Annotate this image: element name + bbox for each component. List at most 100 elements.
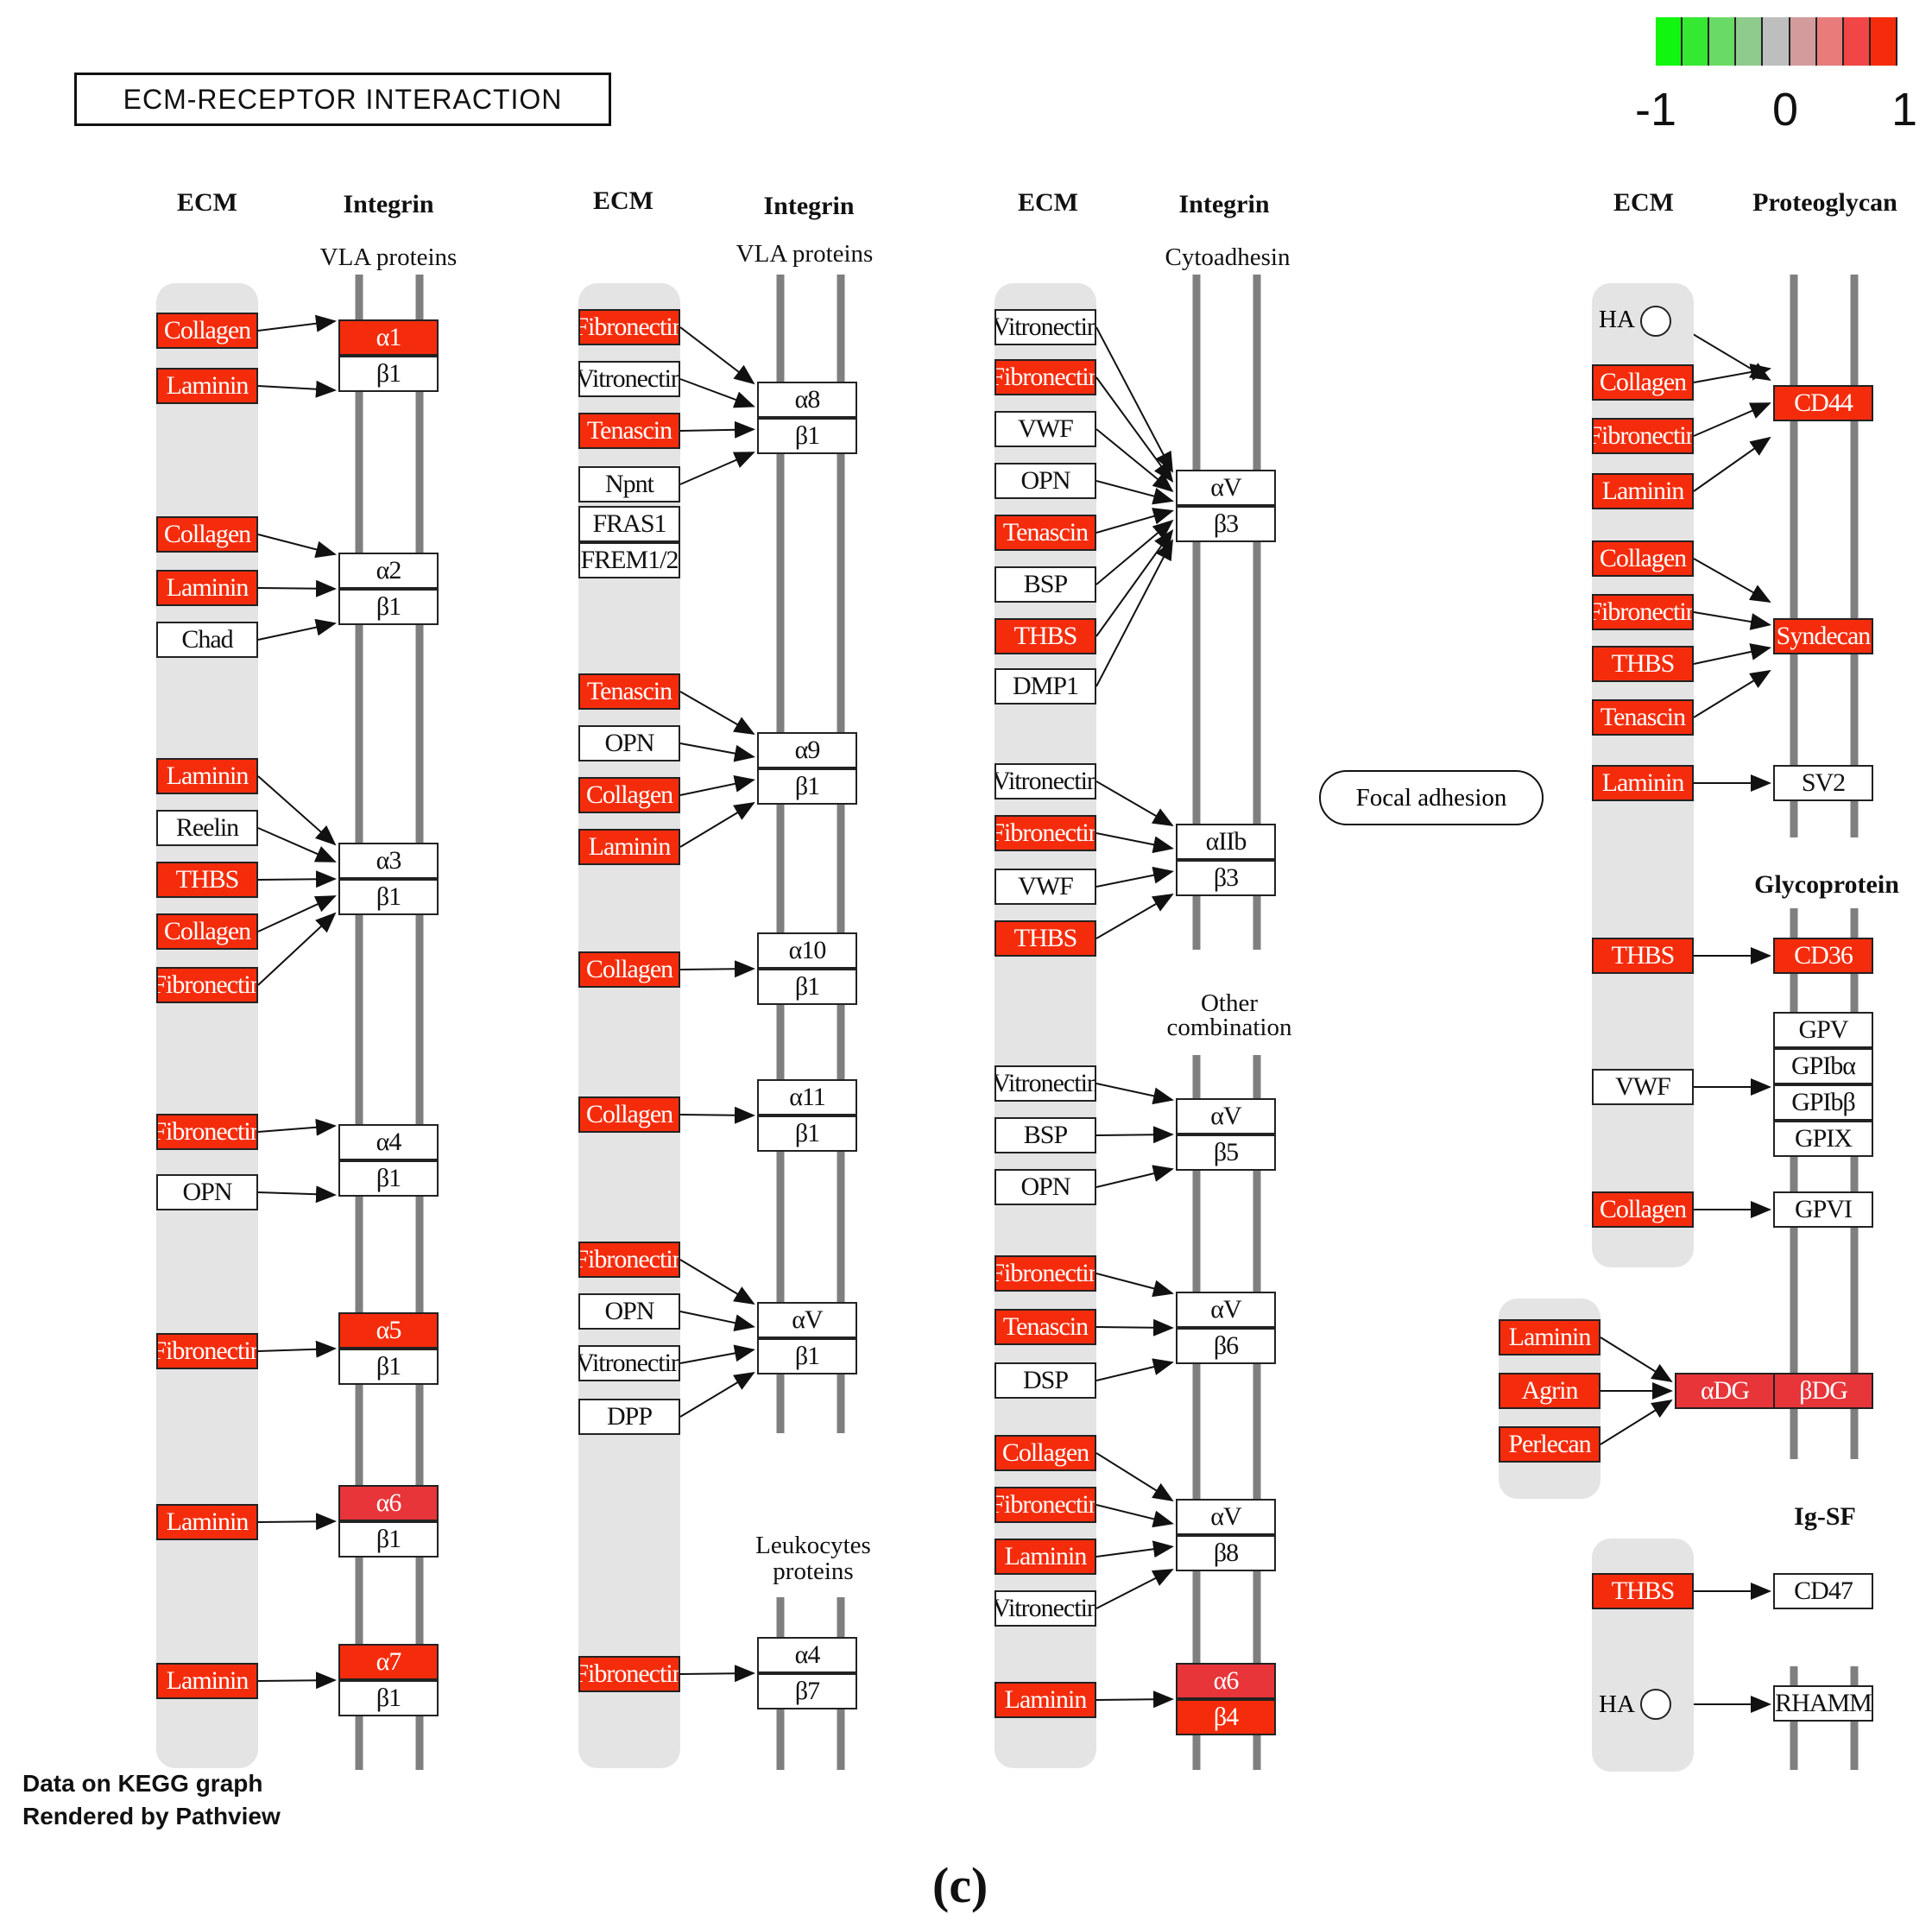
node-c4-thbs1[interactable]: THBS — [1592, 646, 1694, 682]
node-c2-col3[interactable]: Collagen — [578, 1096, 680, 1133]
node-c3-av4[interactable]: αV — [1176, 1499, 1276, 1535]
node-c2-av[interactable]: αV — [757, 1302, 857, 1338]
node-c3-fib1[interactable]: Fibronectin — [994, 359, 1096, 395]
node-c1-lam5[interactable]: Laminin — [156, 1663, 258, 1699]
node-c3-vit2[interactable]: Vitronectin — [994, 763, 1096, 799]
node-c3-opn1[interactable]: OPN — [994, 463, 1096, 499]
node-c2-ten2[interactable]: Tenascin — [578, 673, 680, 710]
node-c2-fib3[interactable]: Fibronectin — [578, 1656, 680, 1692]
node-c2-b7[interactable]: β7 — [757, 1673, 857, 1709]
node-c3-opn2[interactable]: OPN — [994, 1169, 1096, 1205]
node-c3-b4[interactable]: β4 — [1176, 1699, 1276, 1735]
node-c2-opn2[interactable]: OPN — [578, 1293, 680, 1330]
node-c1-fib2[interactable]: Fibronectin — [156, 1114, 258, 1150]
node-c3-vwf1[interactable]: VWF — [994, 411, 1096, 447]
node-c3-col[interactable]: Collagen — [994, 1435, 1096, 1471]
node-c1-b1c[interactable]: β1 — [338, 879, 439, 915]
node-c3-b5[interactable]: β5 — [1176, 1134, 1276, 1171]
node-c1-chad[interactable]: Chad — [156, 622, 258, 658]
node-c3-ten1[interactable]: Tenascin — [994, 515, 1096, 551]
node-c3-dsp[interactable]: DSP — [994, 1362, 1096, 1399]
node-c4-gpvi[interactable]: GPVI — [1773, 1191, 1873, 1228]
node-c1-fib1[interactable]: Fibronectin — [156, 967, 258, 1003]
node-c3-fib3[interactable]: Fibronectin — [994, 1255, 1096, 1292]
node-c1-fib3[interactable]: Fibronectin — [156, 1333, 258, 1369]
node-c4-thbs3[interactable]: THBS — [1592, 1573, 1694, 1609]
node-c3-vit3[interactable]: Vitronectin — [994, 1065, 1096, 1102]
node-c3-a6[interactable]: α6 — [1176, 1663, 1276, 1699]
node-c3-b8[interactable]: β8 — [1176, 1535, 1276, 1571]
node-c2-a8[interactable]: α8 — [757, 382, 857, 418]
node-c3-lam2[interactable]: Laminin — [994, 1682, 1096, 1718]
node-c4-fib2[interactable]: Fibronectin — [1592, 594, 1694, 630]
node-c1-b1b[interactable]: β1 — [338, 589, 439, 625]
node-c1-reelin[interactable]: Reelin — [156, 810, 258, 846]
node-c3-a2b[interactable]: αIIb — [1176, 824, 1276, 860]
node-c3-fib2[interactable]: Fibronectin — [994, 815, 1096, 851]
node-c2-a9[interactable]: α9 — [757, 732, 857, 768]
node-c4-cd44[interactable]: CD44 — [1773, 385, 1873, 421]
ha-compound-2-circle[interactable] — [1640, 1689, 1671, 1720]
node-c1-lam1[interactable]: Laminin — [156, 368, 258, 404]
node-c4-col1[interactable]: Collagen — [1592, 364, 1694, 401]
node-c4-cd47[interactable]: CD47 — [1773, 1573, 1873, 1609]
node-c1-b1f[interactable]: β1 — [338, 1521, 439, 1558]
node-c3-fib4[interactable]: Fibronectin — [994, 1487, 1096, 1523]
node-c2-b1b[interactable]: β1 — [757, 768, 857, 805]
node-c4-syn[interactable]: Syndecan — [1773, 618, 1873, 654]
node-c2-b1c[interactable]: β1 — [757, 969, 857, 1005]
node-c4-cd36[interactable]: CD36 — [1773, 938, 1873, 974]
node-c2-lam1[interactable]: Laminin — [578, 829, 680, 865]
node-c1-a3[interactable]: α3 — [338, 843, 439, 879]
node-c2-dpp[interactable]: DPP — [578, 1399, 680, 1435]
node-c4-gpv[interactable]: GPV — [1773, 1012, 1873, 1048]
node-c3-thbs2[interactable]: THBS — [994, 920, 1096, 957]
node-c3-dmp1[interactable]: DMP1 — [994, 668, 1096, 705]
node-c4-col2[interactable]: Collagen — [1592, 540, 1694, 577]
ha-compound-1-circle[interactable] — [1640, 306, 1671, 337]
node-c4-gpix[interactable]: GPIX — [1773, 1121, 1873, 1157]
node-c4-gpiba[interactable]: GPIbα — [1773, 1048, 1873, 1084]
node-c2-b1e[interactable]: β1 — [757, 1338, 857, 1374]
node-c1-a6[interactable]: α6 — [338, 1485, 439, 1521]
node-c2-fib1[interactable]: Fibronectin — [578, 309, 680, 345]
node-c3-ten2[interactable]: Tenascin — [994, 1309, 1096, 1345]
node-c2-vit2[interactable]: Vitronectin — [578, 1345, 680, 1381]
focal-adhesion-link[interactable]: Focal adhesion — [1319, 770, 1544, 825]
node-c4-agrin[interactable]: Agrin — [1499, 1373, 1601, 1409]
node-c2-a11[interactable]: α11 — [757, 1079, 857, 1115]
node-c1-lam4[interactable]: Laminin — [156, 1504, 258, 1540]
node-c2-a4[interactable]: α4 — [757, 1637, 857, 1673]
node-c4-col3[interactable]: Collagen — [1592, 1191, 1694, 1228]
node-c2-fib2[interactable]: Fibronectin — [578, 1242, 680, 1278]
node-c2-a10[interactable]: α10 — [757, 932, 857, 969]
node-c2-vit1[interactable]: Vitronectin — [578, 361, 680, 397]
node-c3-bsp2[interactable]: BSP — [994, 1117, 1096, 1153]
node-c3-thbs1[interactable]: THBS — [994, 618, 1096, 654]
node-c1-a2[interactable]: α2 — [338, 553, 439, 589]
node-c3-vwf2[interactable]: VWF — [994, 869, 1096, 905]
node-c1-b1e[interactable]: β1 — [338, 1349, 439, 1385]
node-c2-ten1[interactable]: Tenascin — [578, 413, 680, 449]
node-c3-b6[interactable]: β6 — [1176, 1328, 1276, 1364]
node-c3-lam1[interactable]: Laminin — [994, 1539, 1096, 1575]
node-c1-a5[interactable]: α5 — [338, 1312, 439, 1349]
node-c1-col1[interactable]: Collagen — [156, 313, 258, 349]
node-c1-lam2[interactable]: Laminin — [156, 570, 258, 606]
node-c1-a7[interactable]: α7 — [338, 1644, 439, 1680]
node-c1-a1[interactable]: α1 — [338, 319, 439, 356]
node-c4-adg[interactable]: αDG — [1675, 1373, 1775, 1409]
node-c1-b1g[interactable]: β1 — [338, 1680, 439, 1716]
node-c4-sv2[interactable]: SV2 — [1773, 765, 1873, 801]
node-c3-b3a[interactable]: β3 — [1176, 506, 1276, 542]
node-c1-a4[interactable]: α4 — [338, 1124, 439, 1160]
node-c3-bsp1[interactable]: BSP — [994, 566, 1096, 603]
node-c4-lam1[interactable]: Laminin — [1592, 473, 1694, 509]
node-c2-b1d[interactable]: β1 — [757, 1115, 857, 1152]
node-c1-b1a[interactable]: β1 — [338, 356, 439, 392]
node-c3-b3b[interactable]: β3 — [1176, 860, 1276, 896]
node-c2-frem[interactable]: FREM1/2 — [578, 542, 680, 578]
node-c3-av2[interactable]: αV — [1176, 1098, 1276, 1134]
node-c4-fib1[interactable]: Fibronectin — [1592, 418, 1694, 454]
node-c3-av1[interactable]: αV — [1176, 470, 1276, 506]
